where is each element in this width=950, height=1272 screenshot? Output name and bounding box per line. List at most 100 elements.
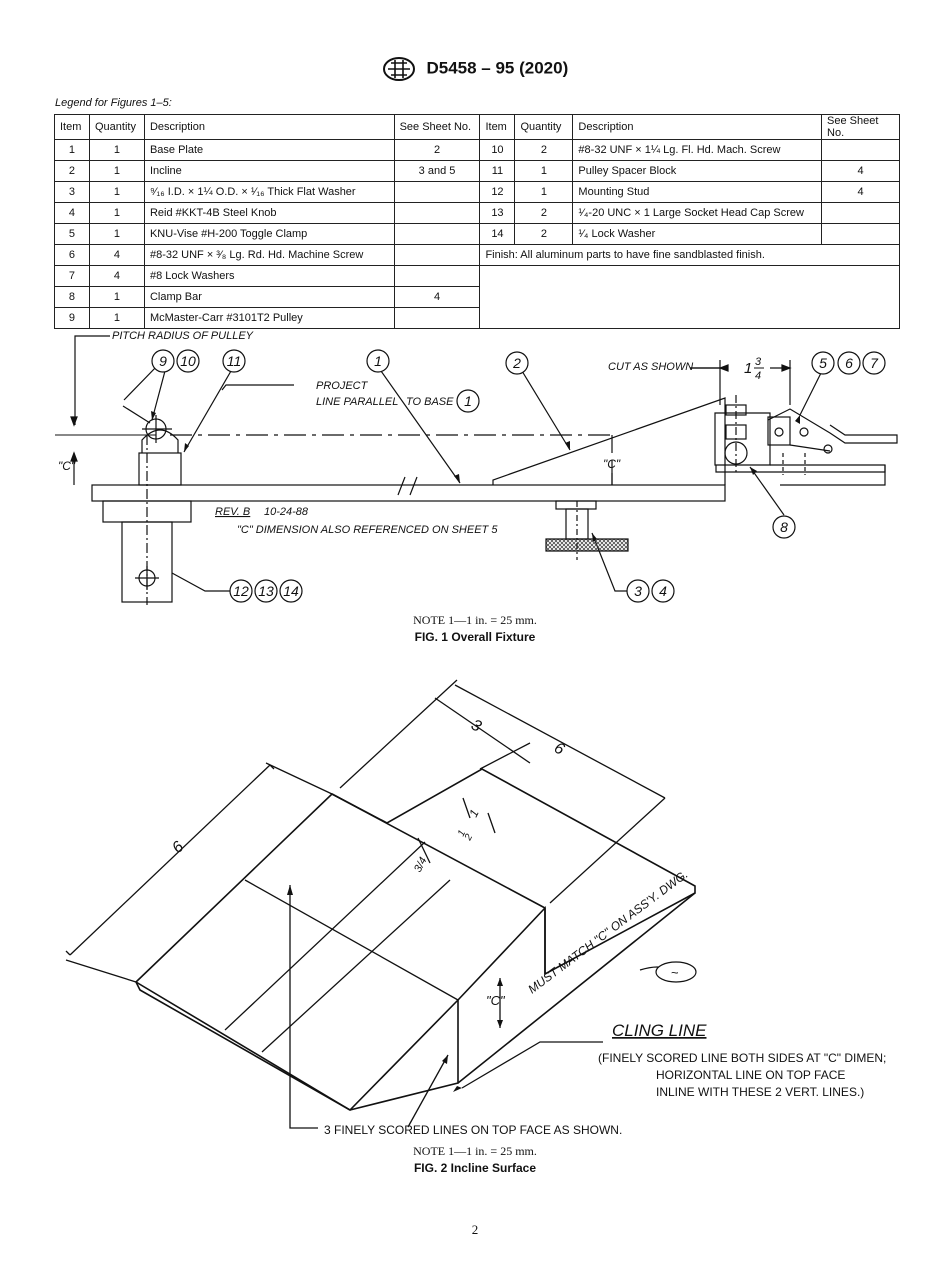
cell-quantity: 4: [88, 265, 145, 287]
cell-item: 5: [54, 223, 90, 245]
cell-sheet: [393, 223, 481, 245]
balloon-1b-label: 1: [464, 393, 472, 409]
table-row: 1 1 Base Plate 2 10 2 #8-32 UNF × 1¼ Lg.…: [54, 139, 900, 161]
balloon-5-label: 5: [819, 355, 827, 371]
weld-symbol: [655, 961, 697, 983]
cell-quantity: 2: [514, 223, 574, 245]
balloon-10: [176, 349, 200, 373]
balloon-13-label: 13: [258, 583, 274, 599]
header-description: Description: [143, 114, 395, 140]
cell-item: 14: [479, 223, 516, 245]
balloon-14: [279, 579, 303, 603]
cell-quantity: 1: [88, 307, 145, 329]
dim-denominator: 4: [755, 370, 761, 382]
balloon-3: [626, 579, 650, 603]
balloon-12-label: 12: [233, 583, 249, 599]
fig2-title: FIG. 2 Incline Surface: [413, 1161, 537, 1175]
dim-half-den: 2: [462, 832, 475, 843]
table-row: 4 1 Reid #KKT-4B Steel Knob 13 2 ¹⁄₄-20 …: [54, 202, 900, 224]
cell-quantity: 4: [88, 244, 145, 266]
rev-date: 10-24-88: [264, 506, 309, 518]
balloon-8-label: 8: [780, 519, 788, 535]
cell-sheet: [821, 223, 900, 245]
cell-quantity: 1: [88, 181, 145, 203]
cell-quantity: 1: [514, 181, 574, 203]
cell-quantity: 2: [514, 202, 574, 224]
cell-description: Pulley Spacer Block: [572, 160, 823, 182]
header-quantity: Quantity: [88, 114, 145, 140]
table-row: 7 4 #8 Lock Washers: [54, 265, 900, 329]
cell-item: 4: [54, 202, 90, 224]
cell-description: Base Plate: [143, 139, 395, 161]
cell-description: Reid #KKT-4B Steel Knob: [143, 202, 395, 224]
cell-description: Incline: [143, 160, 395, 182]
cell-quantity: 1: [88, 202, 145, 224]
cell-item: 11: [479, 160, 516, 182]
parts-table: Item Quantity Description See Sheet No. …: [54, 114, 900, 329]
cell-description: McMaster-Carr #3101T2 Pulley: [143, 307, 395, 329]
weld-tilde: ~: [671, 965, 679, 980]
balloon-10-label: 10: [180, 353, 196, 369]
balloon-7: [862, 351, 886, 375]
cell-quantity: 1: [88, 160, 145, 182]
cling-line-desc-2: HORIZONTAL LINE ON TOP FACE: [656, 1068, 845, 1082]
cell-item: 12: [479, 181, 516, 203]
cell-description: KNU-Vise #H-200 Toggle Clamp: [143, 223, 395, 245]
arrowhead: [287, 885, 293, 895]
cell-sheet: [393, 265, 481, 287]
balloon-4-label: 4: [659, 583, 667, 599]
balloon-8: [772, 515, 796, 539]
dim-half-num: 1: [456, 828, 468, 838]
balloon-12: [229, 579, 253, 603]
balloon-4: [651, 579, 675, 603]
fig2-drawing: 6 3 6 1 1 2 3/4 "C" MUST MATCH "C" ON AS…: [65, 679, 886, 1137]
balloon-9-label: 9: [159, 353, 167, 369]
cell-description: Mounting Stud: [572, 181, 823, 203]
balloon-5: [811, 351, 835, 375]
balloon-2: [505, 351, 529, 375]
c-dim: "C": [486, 993, 506, 1008]
fig2-note: NOTE 1—1 in. = 25 mm.: [413, 1144, 537, 1158]
header-see-sheet: See Sheet No.: [821, 114, 900, 140]
arrowhead: [795, 415, 800, 424]
table-row: 3 1 ⁹⁄₁₆ I.D. × 1¼ O.D. × ¹⁄₁₆ Thick Fla…: [54, 181, 900, 203]
cell-item: 6: [54, 244, 90, 266]
cell-sheet: [393, 181, 481, 203]
project-label: PROJECT: [316, 380, 369, 392]
arrowhead: [184, 443, 189, 452]
fig1-title: FIG. 1 Overall Fixture: [414, 630, 536, 644]
header-quantity: Quantity: [514, 114, 574, 140]
legend-title: Legend for Figures 1–5:: [55, 97, 172, 109]
empty-cell: [479, 265, 900, 329]
balloon-14-label: 14: [283, 583, 299, 599]
cell-description: ¹⁄₄ Lock Washer: [572, 223, 823, 245]
table-header-row: Item Quantity Description See Sheet No. …: [54, 114, 900, 140]
dim-whole: 1: [744, 360, 752, 377]
balloon-9: [151, 349, 175, 373]
arrowhead: [453, 1086, 462, 1092]
document-designation: D5458 – 95 (2020): [426, 58, 569, 78]
cell-quantity: 1: [88, 139, 145, 161]
balloon-6-label: 6: [845, 355, 853, 371]
document-header: D5458 – 95 (2020): [0, 56, 950, 82]
cell-item: 3: [54, 181, 90, 203]
cell-sheet: [821, 202, 900, 224]
arrowhead: [497, 978, 503, 986]
balloon-1: [366, 349, 390, 373]
cell-sheet: 3 and 5: [393, 160, 481, 182]
header-description: Description: [572, 114, 823, 140]
balloon-6: [837, 351, 861, 375]
balloon-11: [222, 349, 246, 373]
cell-description: ⁹⁄₁₆ I.D. × 1¼ O.D. × ¹⁄₁₆ Thick Flat Wa…: [143, 181, 395, 203]
dim-numerator: 3: [755, 356, 762, 368]
arrowhead: [454, 474, 460, 483]
balloon-13: [254, 579, 278, 603]
cell-item: 7: [54, 265, 90, 287]
dim-3: 3: [468, 717, 484, 736]
cell-item: 8: [54, 286, 90, 308]
fig1-note: NOTE 1—1 in. = 25 mm.: [413, 613, 537, 627]
cling-line-title: CLING LINE: [612, 1021, 707, 1040]
cell-description: #8-32 UNF × 1¼ Lg. Fl. Hd. Mach. Screw: [572, 139, 823, 161]
balloon-1-label: 1: [374, 353, 382, 369]
scored-lines-note: 3 FINELY SCORED LINES ON TOP FACE AS SHO…: [324, 1123, 622, 1137]
